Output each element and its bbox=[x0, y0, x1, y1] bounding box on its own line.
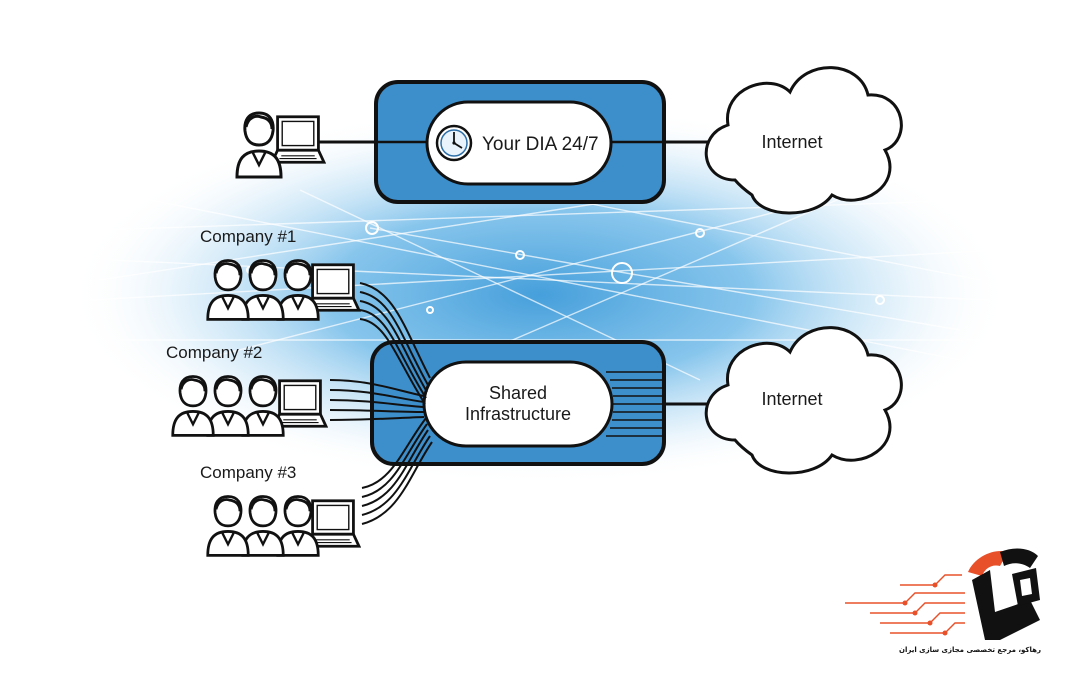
dedicated-dia-label: Your DIA 24/7 bbox=[482, 134, 599, 155]
watermark-caption: رهاکو، مرجع تخصصی مجازی سازی ایران bbox=[899, 646, 1041, 654]
shared-label-line1: Shared bbox=[489, 383, 547, 403]
rahako-logo bbox=[968, 548, 1040, 640]
company-2-label: Company #2 bbox=[166, 343, 262, 362]
company-1-group: Company #1 bbox=[200, 227, 361, 321]
company-3-label: Company #3 bbox=[200, 463, 296, 482]
company-1-label: Company #1 bbox=[200, 227, 296, 246]
dedicated-dia-pill bbox=[425, 100, 613, 186]
watermark: رهاکو، مرجع تخصصی مجازی سازی ایران bbox=[845, 548, 1041, 654]
internet-cloud-top: Internet bbox=[704, 66, 903, 215]
internet-label-bottom: Internet bbox=[761, 389, 822, 409]
dedicated-dia-box: Your DIA 24/7 bbox=[374, 80, 666, 204]
circuit-lines bbox=[845, 574, 965, 634]
internet-label-top: Internet bbox=[761, 132, 822, 152]
company-2-group: Company #2 bbox=[166, 343, 328, 437]
shared-label-line2: Infrastructure bbox=[465, 404, 571, 424]
company-3-group: Company #3 bbox=[200, 463, 361, 557]
shared-infrastructure-box: Shared Infrastructure bbox=[370, 340, 666, 466]
internet-cloud-bottom: Internet bbox=[704, 326, 903, 475]
company-connection-lines bbox=[329, 282, 433, 525]
clock-icon bbox=[435, 124, 473, 162]
